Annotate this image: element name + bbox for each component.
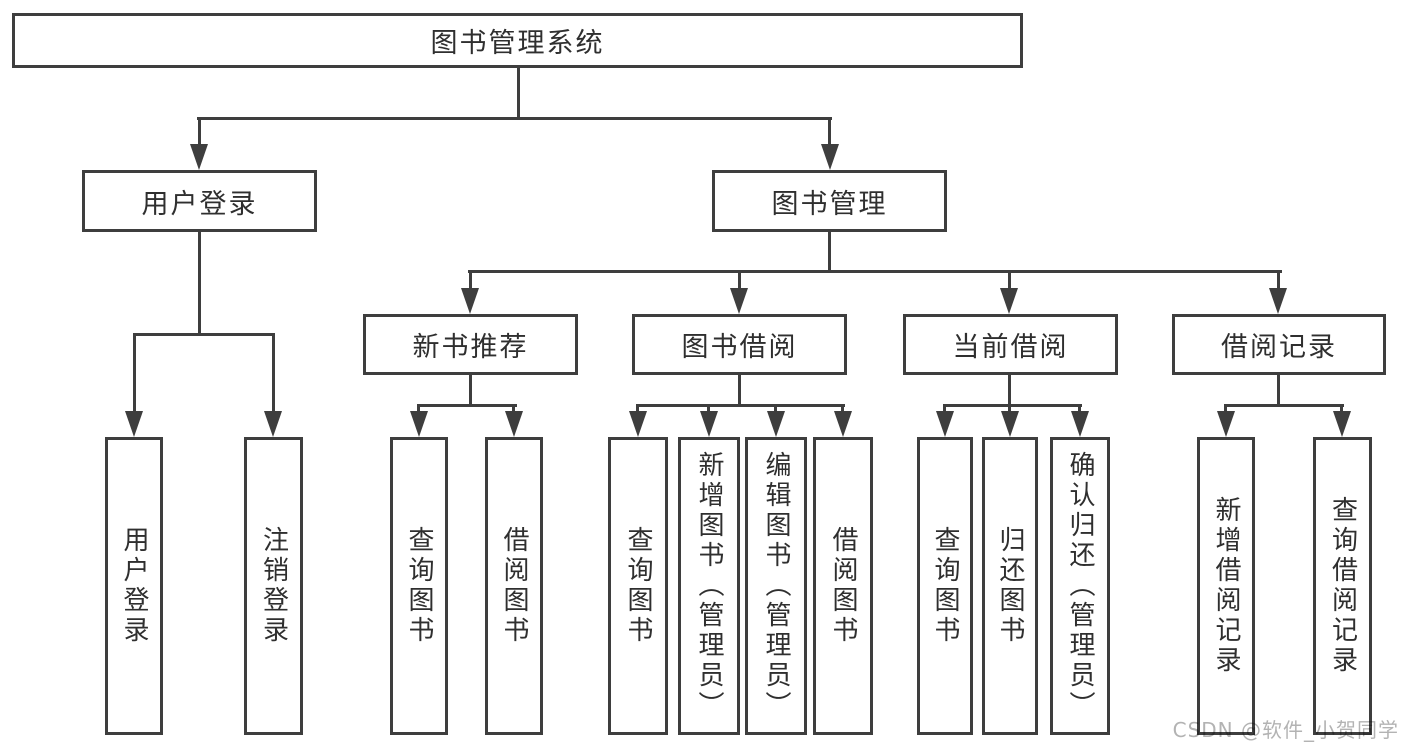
connector-line bbox=[197, 117, 832, 120]
connector-line bbox=[1340, 404, 1343, 413]
connector-line bbox=[636, 404, 639, 413]
arrow-down-icon bbox=[1333, 411, 1351, 437]
leaf-borrow-books-borrowing: 借阅图书 bbox=[813, 437, 873, 735]
watermark: CSDN @软件_小贺同学 bbox=[1172, 718, 1399, 742]
connector-line bbox=[1277, 375, 1280, 406]
connector-line bbox=[198, 232, 201, 334]
arrow-down-icon bbox=[767, 411, 785, 437]
connector-line bbox=[1008, 270, 1011, 290]
arrow-down-icon bbox=[700, 411, 718, 437]
connector-line bbox=[1224, 404, 1344, 407]
connector-line bbox=[512, 404, 515, 413]
arrow-down-icon bbox=[190, 144, 208, 170]
connector-line bbox=[198, 117, 201, 146]
leaf-edit-books-admin: 编辑图书（管理员） bbox=[745, 437, 807, 735]
connector-line bbox=[517, 68, 520, 119]
connector-line bbox=[738, 270, 741, 290]
arrow-down-icon bbox=[264, 411, 282, 437]
leaf-add-books-admin: 新增图书（管理员） bbox=[678, 437, 740, 735]
connector-line bbox=[469, 375, 472, 406]
connector-line bbox=[133, 333, 275, 336]
connector-line bbox=[841, 404, 844, 413]
connector-line bbox=[1224, 404, 1227, 413]
leaf-query-books-current: 查询图书 bbox=[917, 437, 973, 735]
connector-line bbox=[636, 404, 845, 407]
connector-line bbox=[417, 404, 517, 407]
arrow-down-icon bbox=[629, 411, 647, 437]
leaf-add-borrow-record: 新增借阅记录 bbox=[1197, 437, 1255, 735]
leaf-logout-login: 注销登录 bbox=[244, 437, 303, 735]
connector-line bbox=[943, 404, 946, 413]
arrow-down-icon bbox=[1217, 411, 1235, 437]
connector-line bbox=[469, 270, 472, 290]
arrow-down-icon bbox=[125, 411, 143, 437]
connector-line bbox=[417, 404, 420, 413]
connector-line bbox=[828, 232, 831, 272]
connector-line bbox=[133, 333, 136, 413]
arrow-down-icon bbox=[505, 411, 523, 437]
node-user-login: 用户登录 bbox=[82, 170, 317, 232]
leaf-query-books-recommend: 查询图书 bbox=[390, 437, 448, 735]
node-book-management: 图书管理 bbox=[712, 170, 947, 232]
arrow-down-icon bbox=[730, 288, 748, 314]
arrow-down-icon bbox=[461, 288, 479, 314]
arrow-down-icon bbox=[1000, 288, 1018, 314]
connector-line bbox=[468, 270, 1282, 273]
connector-line bbox=[774, 404, 777, 413]
node-root: 图书管理系统 bbox=[12, 13, 1023, 68]
connector-line bbox=[738, 375, 741, 406]
connector-line bbox=[943, 404, 1082, 407]
connector-line bbox=[1008, 375, 1011, 406]
node-book-borrowing: 图书借阅 bbox=[632, 314, 847, 375]
connector-line bbox=[828, 117, 831, 146]
arrow-down-icon bbox=[1071, 411, 1089, 437]
leaf-borrow-books-recommend: 借阅图书 bbox=[485, 437, 543, 735]
arrow-down-icon bbox=[821, 144, 839, 170]
connector-line bbox=[272, 333, 275, 413]
connector-line bbox=[1277, 270, 1280, 290]
leaf-return-books: 归还图书 bbox=[982, 437, 1038, 735]
node-new-book-recommendation: 新书推荐 bbox=[363, 314, 578, 375]
leaf-query-books-borrowing: 查询图书 bbox=[608, 437, 668, 735]
arrow-down-icon bbox=[936, 411, 954, 437]
leaf-query-borrow-record: 查询借阅记录 bbox=[1313, 437, 1372, 735]
arrow-down-icon bbox=[1269, 288, 1287, 314]
leaf-confirm-return-admin: 确认归还（管理员） bbox=[1050, 437, 1110, 735]
node-borrowing-records: 借阅记录 bbox=[1172, 314, 1386, 375]
arrow-down-icon bbox=[1001, 411, 1019, 437]
arrow-down-icon bbox=[834, 411, 852, 437]
connector-line bbox=[707, 404, 710, 413]
connector-line bbox=[1008, 404, 1011, 413]
leaf-user-login: 用户登录 bbox=[105, 437, 163, 735]
arrow-down-icon bbox=[410, 411, 428, 437]
connector-line bbox=[1078, 404, 1081, 413]
node-current-borrowing: 当前借阅 bbox=[903, 314, 1118, 375]
